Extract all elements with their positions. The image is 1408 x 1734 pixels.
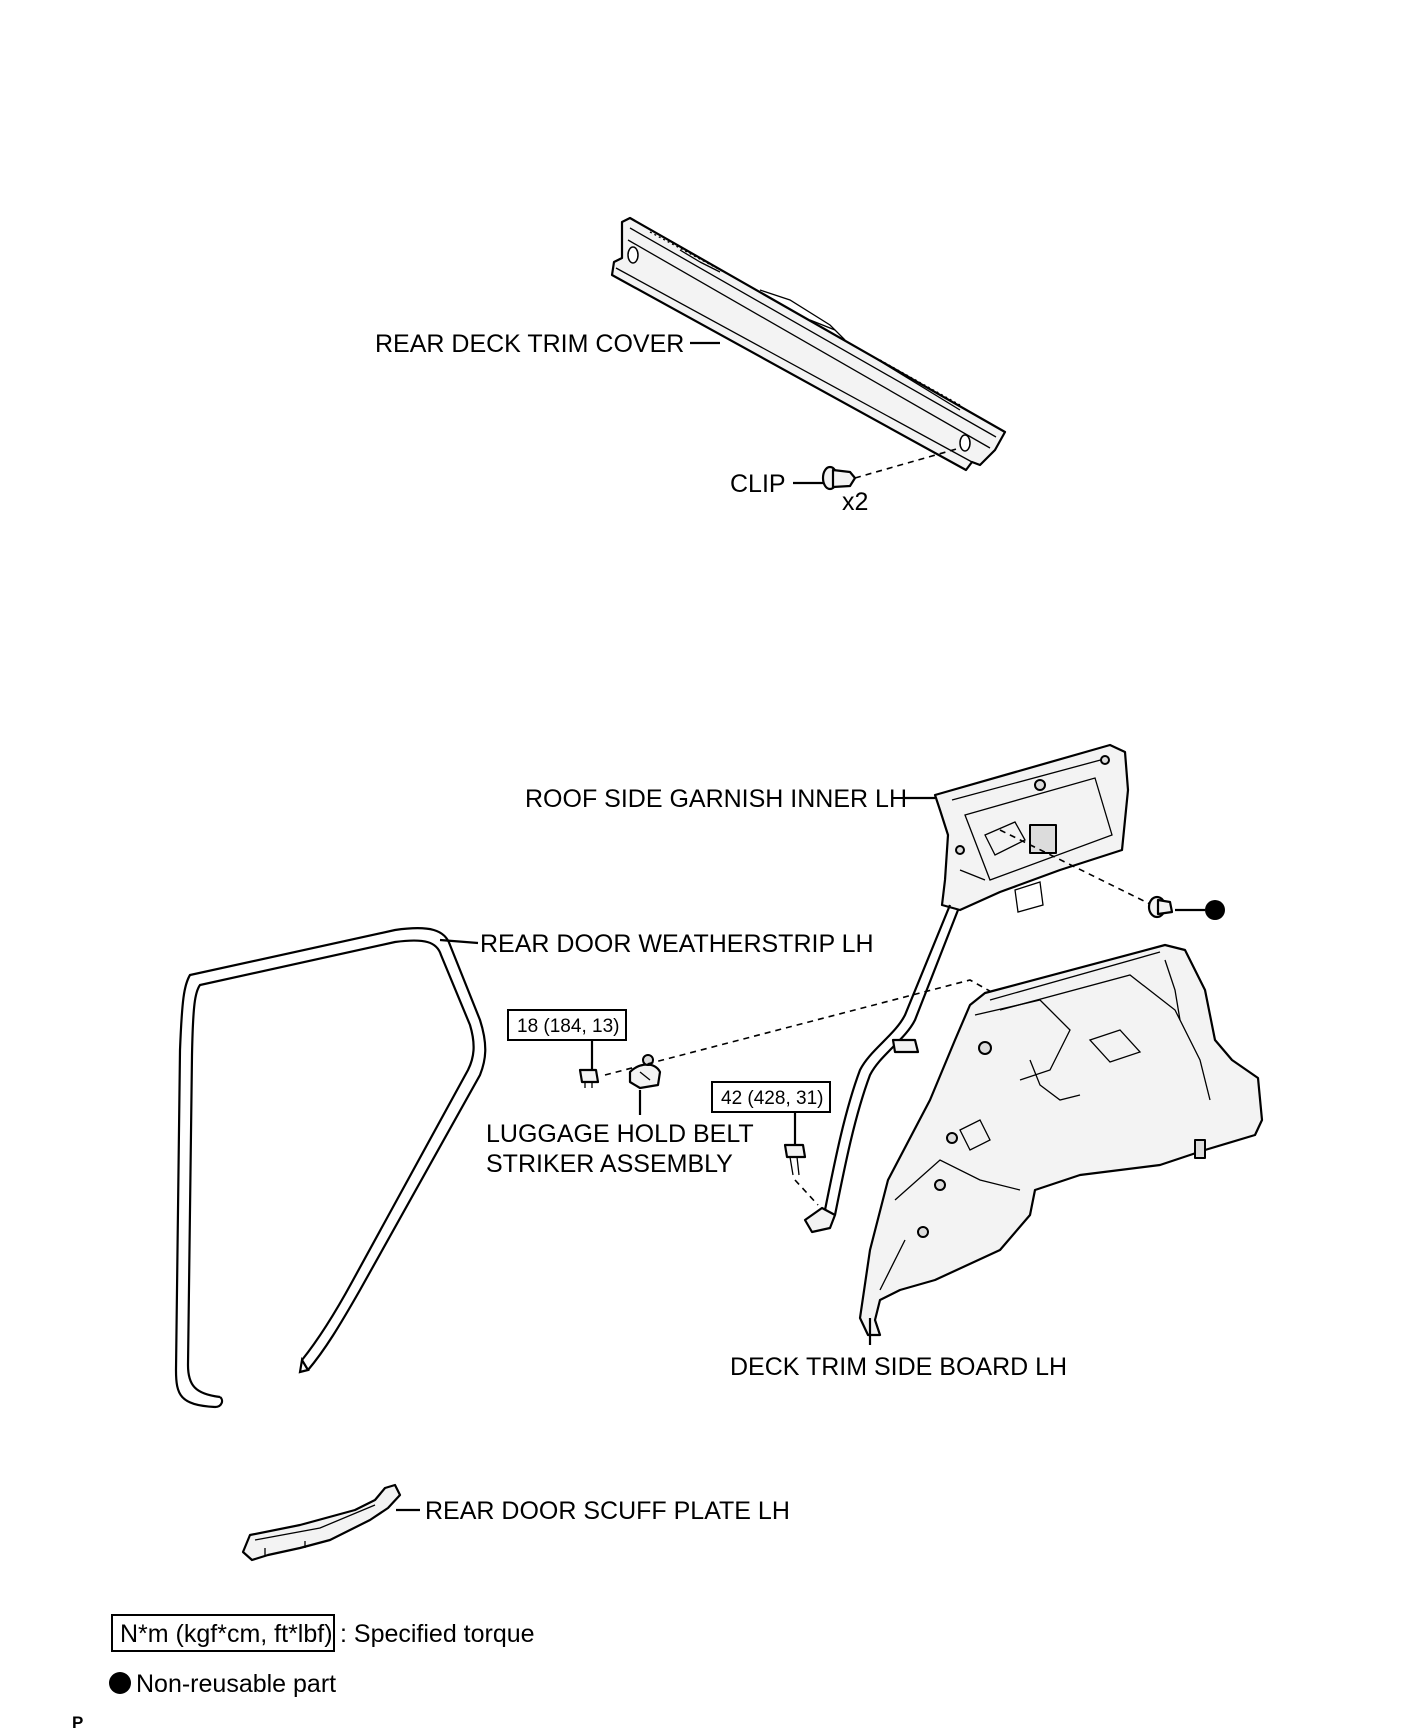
label-striker-line1: LUGGAGE HOLD BELT: [486, 1120, 754, 1148]
non-reusable-marker-icon: [1205, 900, 1225, 920]
legend-torque-box: [111, 1614, 335, 1652]
legend-torque-unit: N*m (kgf*cm, ft*lbf): [120, 1620, 333, 1648]
legend-non-reusable-icon: [109, 1672, 131, 1694]
label-clip-qty: x2: [842, 488, 868, 516]
rear-door-weatherstrip-lh: [174, 927, 487, 1409]
roof-side-garnish-inner-lh: [933, 743, 1130, 913]
label-roof-side-garnish: ROOF SIDE GARNISH INNER LH: [525, 785, 907, 813]
torque-value-anchor: 42 (428, 31): [721, 1088, 823, 1109]
label-rear-door-scuff-plate: REAR DOOR SCUFF PLATE LH: [425, 1497, 790, 1525]
striker-bolt: [578, 1068, 600, 1088]
page-marker: P: [72, 1713, 83, 1732]
belt-anchor-bolt: [783, 1143, 807, 1176]
clip-fastener: [821, 465, 857, 491]
label-deck-trim-side-board: DECK TRIM SIDE BOARD LH: [730, 1353, 1067, 1381]
garnish-clip: [1147, 895, 1174, 919]
belt-anchor-plate: [803, 1206, 837, 1234]
luggage-hold-belt-striker: [628, 1054, 662, 1090]
torque-box-anchor: [711, 1081, 831, 1113]
legend-non-reusable-desc: Non-reusable part: [136, 1670, 336, 1698]
deck-trim-side-board-lh: [858, 943, 1264, 1337]
leader-weatherstrip: [439, 938, 479, 945]
rear-door-scuff-plate-lh: [241, 1483, 402, 1562]
rear-deck-trim-cover: [610, 216, 1007, 472]
torque-box-striker: [507, 1009, 627, 1041]
legend-torque-desc: : Specified torque: [340, 1620, 535, 1648]
label-rear-door-weatherstrip: REAR DOOR WEATHERSTRIP LH: [480, 930, 874, 958]
label-rear-deck-trim-cover: REAR DECK TRIM COVER: [375, 330, 684, 358]
clip-install-line: [854, 447, 961, 479]
label-clip: CLIP: [730, 470, 786, 498]
label-striker-line2: STRIKER ASSEMBLY: [486, 1150, 733, 1178]
torque-value-striker: 18 (184, 13): [517, 1016, 619, 1037]
